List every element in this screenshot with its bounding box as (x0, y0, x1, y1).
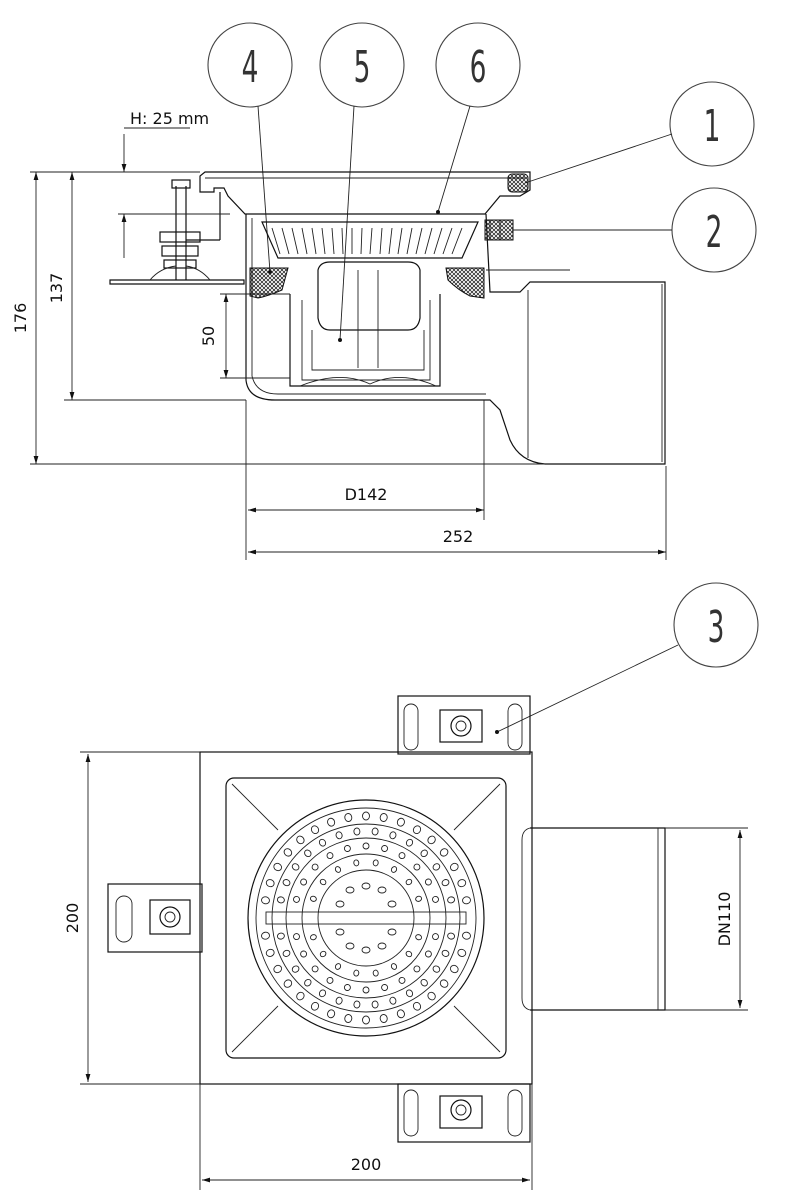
svg-text:3: 3 (708, 601, 725, 653)
dim-252: 252 (443, 527, 474, 546)
dim-d142: D142 (345, 485, 388, 504)
dim-137: 137 (47, 273, 66, 304)
dim-200-vertical: 200 (63, 903, 82, 934)
leader-lines (257, 105, 679, 734)
callout-2: 2 (671, 187, 757, 273)
dim-50: 50 (199, 326, 218, 346)
svg-text:1: 1 (704, 100, 721, 152)
callout-4: 4 (207, 22, 293, 108)
svg-text:6: 6 (470, 41, 487, 93)
section-dimensions: H: 25 mm 176 137 50 D142 252 (11, 109, 667, 560)
dim-200-horizontal: 200 (351, 1155, 382, 1174)
section-view (109, 171, 666, 465)
svg-text:2: 2 (706, 206, 723, 258)
svg-text:5: 5 (354, 41, 371, 93)
plan-view (107, 695, 666, 1143)
grating-slots (271, 227, 463, 255)
plan-dimensions: 200 200 DN110 (63, 751, 748, 1190)
callout-6: 6 (435, 22, 521, 108)
dim-176: 176 (11, 303, 30, 334)
callout-1: 1 (669, 81, 755, 167)
dim-h-label: H: 25 mm (130, 109, 209, 128)
callout-3: 3 (673, 582, 759, 668)
svg-text:4: 4 (242, 41, 259, 93)
callout-5: 5 (319, 22, 405, 108)
grating-holes (261, 811, 471, 1025)
dim-dn110: DN110 (715, 892, 734, 947)
